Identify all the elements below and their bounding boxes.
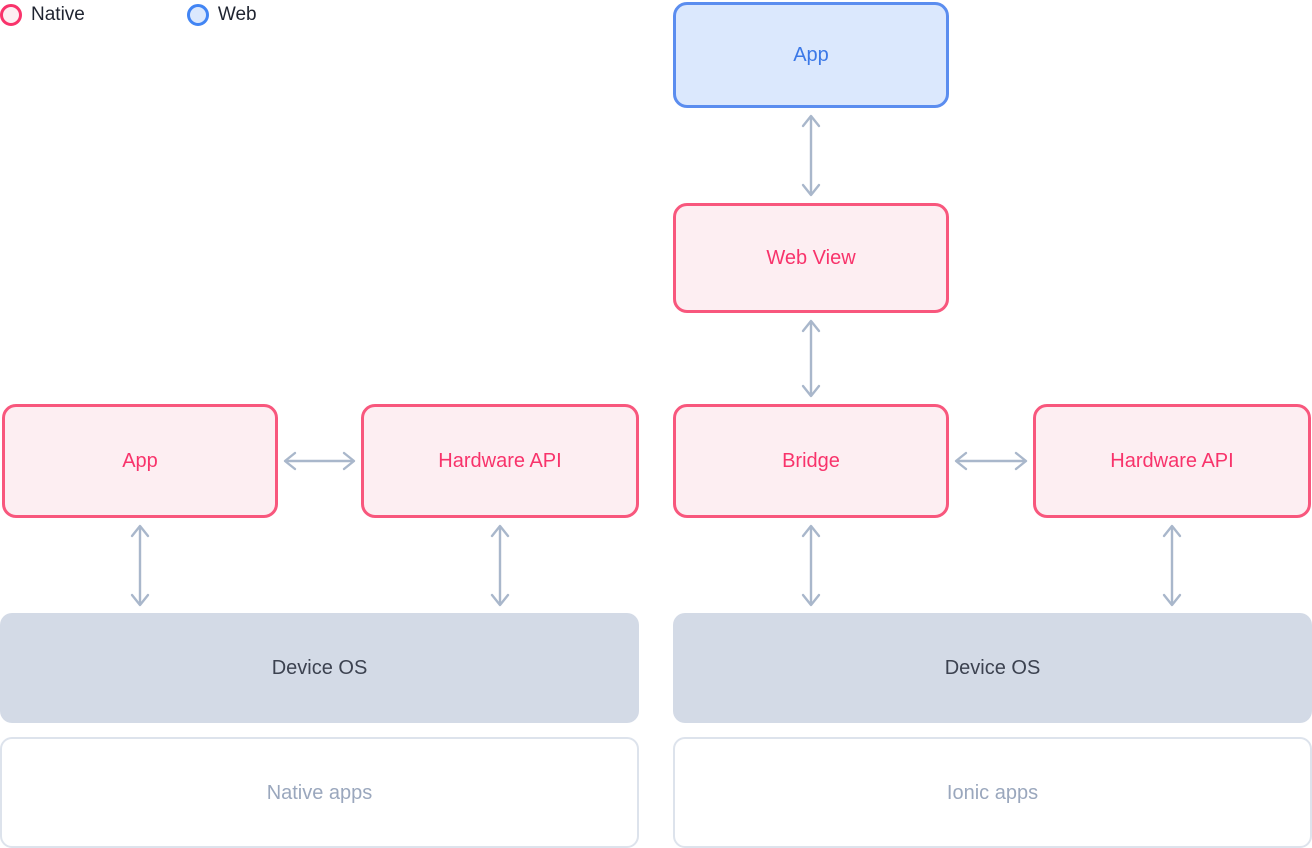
legend-item-web: Web [186, 0, 257, 30]
legend-item-native: Native [0, 0, 85, 30]
web-circle-icon [186, 4, 209, 26]
legend: Native Web [0, 0, 257, 30]
node-web-device-os-label: Device OS [944, 657, 1041, 679]
node-native-device-os-label: Device OS [271, 657, 368, 679]
arrow-web-hardware-api-to-device-os-icon [1157, 522, 1187, 609]
native-circle-icon [0, 4, 22, 26]
node-web-app-label: App [793, 44, 829, 66]
arrow-native-app-to-device-os-icon [125, 522, 155, 609]
node-native-device-os: Device OS [0, 613, 639, 723]
legend-label-web: Web [217, 4, 257, 25]
node-web-app: App [673, 2, 949, 108]
node-web-hardware-api: Hardware API [1033, 404, 1311, 518]
node-native-hardware-api: Hardware API [361, 404, 639, 518]
node-native-app-label: App [122, 450, 158, 472]
node-bridge: Bridge [673, 404, 949, 518]
legend-label-native: Native [31, 4, 85, 25]
arrow-native-app-to-hardware-api-icon [282, 446, 357, 476]
node-bridge-label: Bridge [782, 450, 840, 472]
arrow-native-hardware-api-to-device-os-icon [485, 522, 515, 609]
node-native-hardware-api-label: Hardware API [438, 450, 562, 472]
arrow-bridge-to-device-os-icon [796, 522, 826, 609]
caption-ionic-apps: Ionic apps [673, 737, 1312, 848]
node-web-view: Web View [673, 203, 949, 313]
node-web-device-os: Device OS [673, 613, 1312, 723]
arrow-app-to-webview-icon [796, 112, 826, 199]
caption-native-apps-label: Native apps [266, 781, 373, 804]
node-web-hardware-api-label: Hardware API [1110, 450, 1234, 472]
caption-ionic-apps-label: Ionic apps [946, 781, 1039, 804]
arrow-webview-to-bridge-icon [796, 317, 826, 400]
arrow-bridge-to-hardware-api-icon [953, 446, 1029, 476]
node-native-app: App [2, 404, 278, 518]
node-web-view-label: Web View [766, 247, 856, 269]
caption-native-apps: Native apps [0, 737, 639, 848]
